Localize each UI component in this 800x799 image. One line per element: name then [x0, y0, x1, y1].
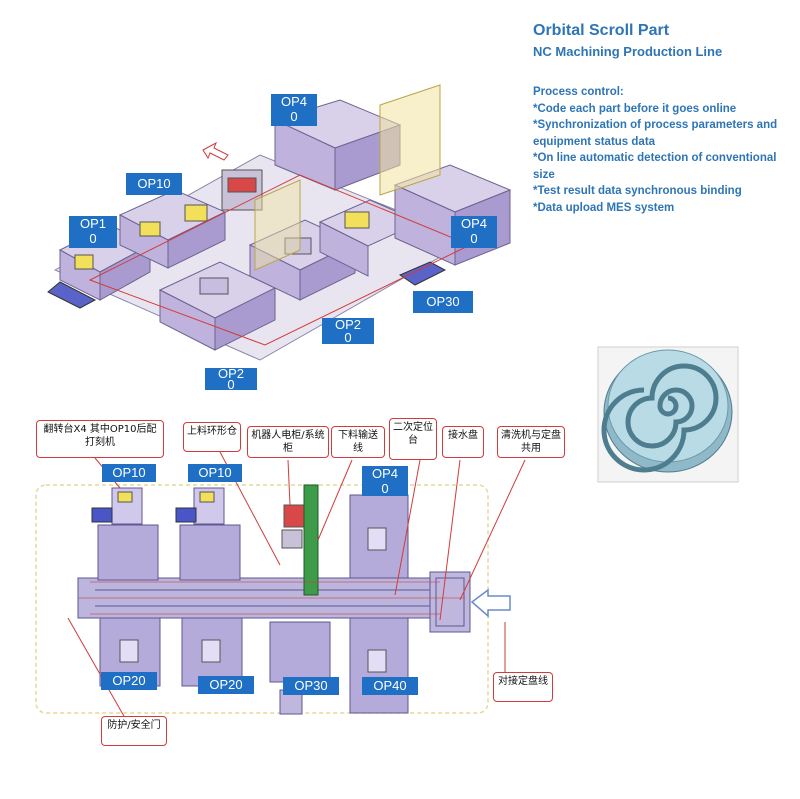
callout-unload-line: 下料输送线 [331, 426, 385, 458]
iso-op20-mid-tag: OP2 0 [322, 318, 374, 344]
process-control-list: Process control: *Code each part before … [533, 84, 795, 216]
plan-view [35, 451, 526, 719]
process-heading: Process control: [533, 86, 624, 98]
page-subtitle: NC Machining Production Line [533, 44, 723, 59]
plan-op40-top-tag: OP4 0 [362, 466, 408, 496]
page-title: Orbital Scroll Part [533, 22, 670, 39]
plan-op40-tag: OP40 [362, 677, 418, 695]
iso-op30-tag: OP30 [413, 291, 473, 313]
process-item: *Test result data synchronous binding [533, 185, 742, 197]
iso-op20-bottom-tag: OP2 0 [205, 367, 257, 391]
callout-washer: 清洗机与定盘共用 [497, 426, 565, 458]
plan-op20-tag: OP20 [198, 676, 254, 694]
iso-op40-top-tag: OP4 0 [271, 94, 317, 126]
callout-drip-tray: 接水盘 [442, 426, 484, 458]
process-item: *Code each part before it goes online [533, 102, 737, 115]
callout-flip-station: 翻转台X4 其中OP10后配打刻机 [36, 420, 164, 458]
process-item: *On line automatic detection of conventi… [533, 152, 777, 181]
plan-op10-tag: OP10 [188, 464, 242, 482]
isometric-view [47, 84, 512, 361]
plan-op20-tag: OP20 [101, 672, 157, 690]
process-item: *Synchronization of process parameters a… [533, 119, 778, 148]
scroll-part-image [597, 346, 739, 483]
iso-op10-left-tag: OP1 0 [69, 216, 117, 248]
plan-op10-tag: OP10 [102, 464, 156, 482]
plan-op30-tag: OP30 [283, 677, 339, 695]
callout-secondary-position: 二次定位台 [389, 418, 437, 460]
callout-robot-cabinet: 机器人电柜/系统柜 [247, 426, 329, 458]
iso-op10-tag: OP10 [126, 173, 182, 195]
callout-dock-line: 对接定盘线 [493, 672, 553, 702]
process-item: *Data upload MES system [533, 201, 675, 214]
iso-op40-right-tag: OP4 0 [451, 216, 497, 248]
callout-guard-door: 防护/安全门 [101, 716, 167, 746]
callout-feed-bin: 上料环形仓 [183, 422, 241, 452]
